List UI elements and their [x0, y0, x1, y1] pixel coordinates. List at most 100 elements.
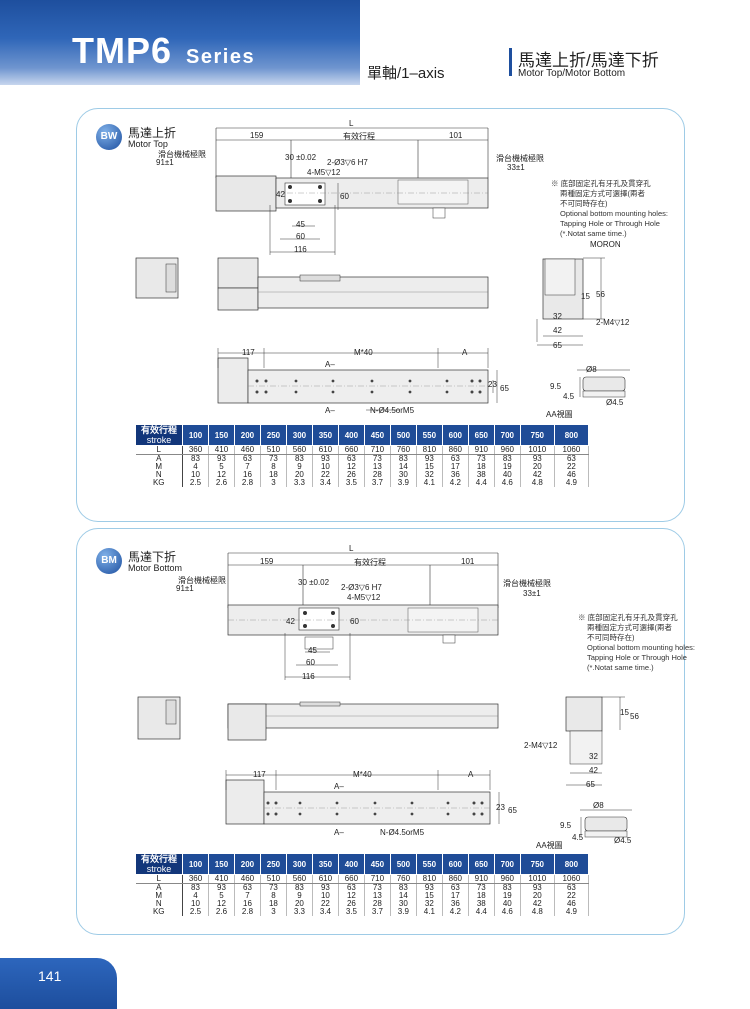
table-cell: 63 [338, 454, 365, 463]
stroke-col: 250 [259, 853, 287, 875]
table-cell: 2.6 [208, 479, 235, 487]
dim-60: 60 [296, 232, 305, 241]
table-cell: 3.7 [364, 479, 391, 487]
table-cell: 83 [182, 454, 209, 463]
table-cell: 4.9 [554, 479, 590, 487]
table-cell: 2.8 [234, 479, 261, 487]
dim-95: 9.5 [560, 821, 572, 830]
dim-d8: Ø8 [593, 801, 604, 810]
slider-limit-left: 滑台機械極限 [158, 150, 206, 159]
table-cell: 63 [442, 454, 469, 463]
table-cell: 1010 [520, 445, 555, 455]
table-cell: 810 [416, 445, 443, 455]
table-cell: 360 [182, 874, 209, 884]
table-cell: 28 [364, 471, 391, 479]
dim-30: 30 ±0.02 [285, 153, 317, 162]
table-cell: 30 [390, 900, 417, 908]
stroke-col: 350 [311, 424, 339, 446]
stroke-col: 400 [337, 424, 365, 446]
table-cell: 1060 [554, 874, 590, 884]
dim-32: 32 [589, 752, 598, 761]
row-label: N [135, 900, 183, 908]
slider-limit-right: 滑台機械極限 [496, 154, 544, 163]
row-label: M [135, 892, 183, 900]
table-cell: 3.5 [338, 908, 365, 916]
table-cell: 83 [494, 454, 521, 463]
section-A-top: A– [325, 360, 335, 369]
stroke-col: 150 [207, 853, 235, 875]
dim-60v: 60 [340, 192, 349, 201]
tap-holes: 4-M5▽12 [347, 593, 381, 602]
table-cell: 410 [208, 874, 235, 884]
dim-32: 32 [553, 312, 562, 321]
table-cell: 26 [338, 900, 365, 908]
table-cell: 460 [234, 445, 261, 455]
table-cell: 10 [312, 892, 339, 900]
stroke-col: 200 [233, 853, 261, 875]
row-label: N [135, 471, 183, 479]
table-cell: 2.6 [208, 908, 235, 916]
table-cell: 360 [182, 445, 209, 455]
panel-title: 馬達上折 [128, 126, 177, 140]
dim-65v: 65 [500, 384, 509, 393]
table-cell: 83 [286, 883, 313, 892]
table-cell: 4.2 [442, 908, 469, 916]
row-label: KG [135, 908, 183, 916]
table-cell: 63 [442, 883, 469, 892]
dim-65: 65 [553, 341, 562, 350]
stroke-col: 100 [182, 424, 209, 446]
table-cell: 3.7 [364, 908, 391, 916]
table-cell: 4.2 [442, 479, 469, 487]
table-cell: 460 [234, 874, 261, 884]
table-cell: 93 [208, 454, 235, 463]
stroke-col: 200 [233, 424, 261, 446]
stroke-col: 800 [553, 853, 590, 875]
table-cell: 63 [234, 883, 261, 892]
stroke-col: 300 [285, 424, 313, 446]
table-cell: 63 [554, 454, 590, 463]
dim-95: 9.5 [550, 382, 562, 391]
dim-91: 91±1 [176, 584, 194, 593]
stroke-col: 350 [311, 853, 339, 875]
table-cell: 26 [338, 471, 365, 479]
table-cell: 12 [208, 471, 235, 479]
table-cell: 28 [364, 900, 391, 908]
table-cell: 16 [234, 900, 261, 908]
table-cell: 42 [520, 900, 555, 908]
dim-117: 117 [242, 348, 255, 357]
table-cell: 17 [442, 463, 469, 471]
table-cell: 660 [338, 874, 365, 884]
dim-A: A [462, 348, 468, 357]
dim-42: 42 [276, 190, 285, 199]
row-label: KG [135, 479, 183, 487]
header-accent-bar [509, 48, 512, 76]
dim-L: L [349, 544, 354, 553]
table-cell: 510 [260, 445, 287, 455]
table-cell: 20 [520, 463, 555, 471]
badge-bw: BW [96, 124, 122, 150]
stroke-col: 750 [519, 424, 555, 446]
table-cell: 810 [416, 874, 443, 884]
table-cell: 93 [312, 883, 339, 892]
table-cell: 17 [442, 892, 469, 900]
table-cell: 73 [468, 454, 495, 463]
dim-42b: 42 [589, 766, 598, 775]
table-cell: 32 [416, 471, 443, 479]
table-cell: 20 [520, 892, 555, 900]
table-cell: 660 [338, 445, 365, 455]
table-cell: 1060 [554, 445, 590, 455]
table-cell: 710 [364, 445, 391, 455]
table-cell: 83 [286, 454, 313, 463]
table-cell: 3 [260, 479, 287, 487]
table-cell: 2.5 [182, 479, 209, 487]
table-cell: 42 [520, 471, 555, 479]
table-cell: 73 [260, 883, 287, 892]
stroke-col: 500 [389, 853, 417, 875]
table-cell: 73 [468, 883, 495, 892]
table-cell: 910 [468, 445, 495, 455]
table-cell: 18 [260, 900, 287, 908]
